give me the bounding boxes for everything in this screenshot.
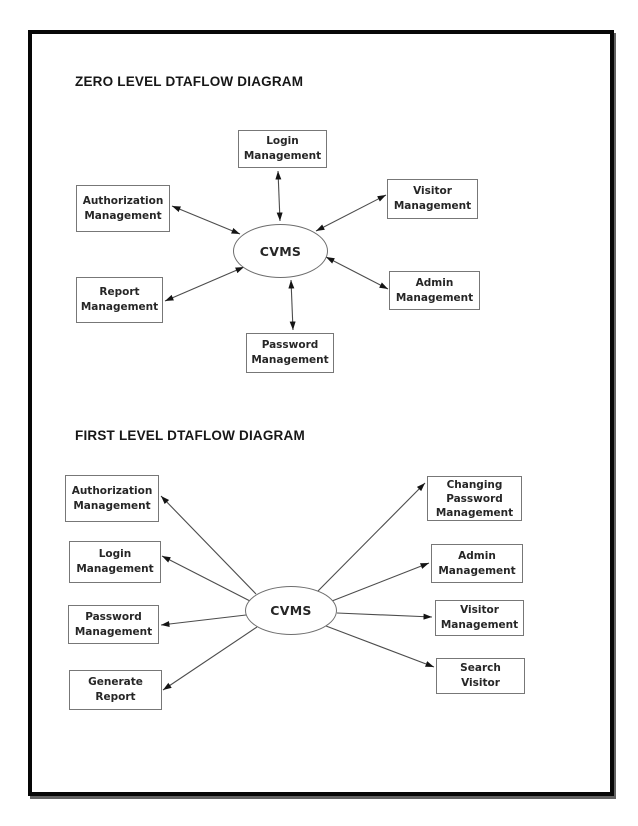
dfd0-cvms-process: CVMS <box>233 224 328 278</box>
dfd1-node-generate-report: Generate Report <box>69 670 162 710</box>
dfd1-node-admin-management: Admin Management <box>431 544 523 583</box>
dfd1-node-search-visitor: Search Visitor <box>436 658 525 694</box>
dfd0-node-admin-management: Admin Management <box>389 271 480 310</box>
dfd0-node-visitor-management: Visitor Management <box>387 179 478 219</box>
dfd1-node-changing-password-management: Changing Password Management <box>427 476 522 521</box>
dfd0-node-password-management: Password Management <box>246 333 334 373</box>
dfd1-node-login-management: Login Management <box>69 541 161 583</box>
dfd1-node-visitor-management: Visitor Management <box>435 600 524 636</box>
dfd1-node-authorization-management: Authorization Management <box>65 475 159 522</box>
section-title-zero-level: ZERO LEVEL DTAFLOW DIAGRAM <box>75 74 304 89</box>
section-title-first-level: FIRST LEVEL DTAFLOW DIAGRAM <box>75 428 305 443</box>
dfd1-cvms-process: CVMS <box>245 586 337 635</box>
dfd0-node-authorization-management: Authorization Management <box>76 185 170 232</box>
dfd1-node-password-management: Password Management <box>68 605 159 644</box>
dfd0-node-report-management: Report Management <box>76 277 163 323</box>
dfd0-node-login-management: Login Management <box>238 130 327 168</box>
